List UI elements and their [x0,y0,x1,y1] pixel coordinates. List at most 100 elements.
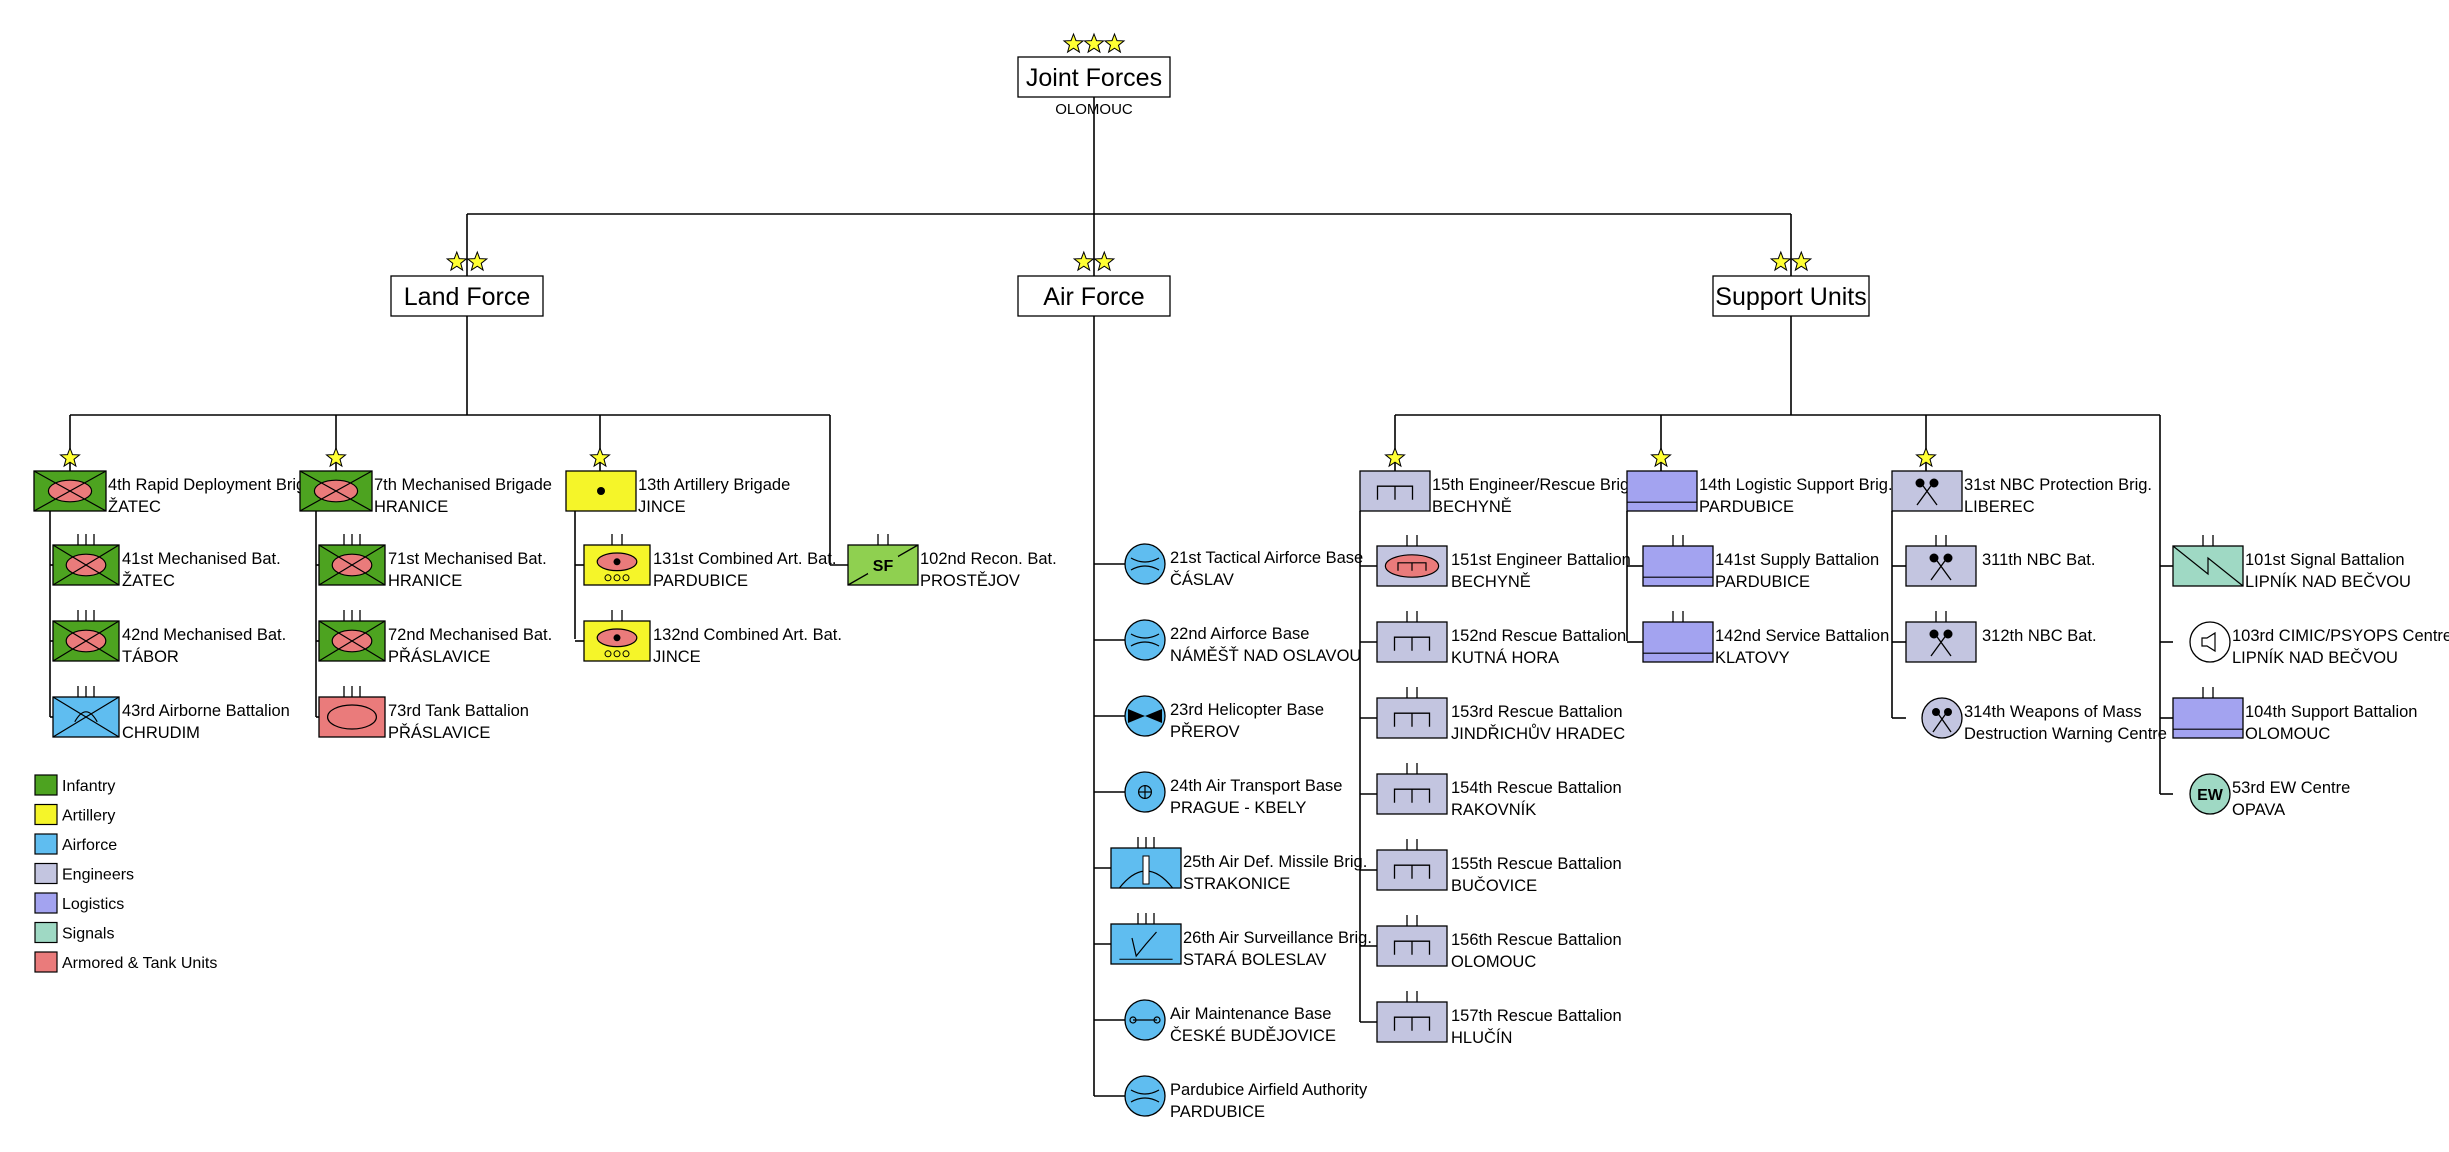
unit-location: PARDUBICE [1715,573,1810,591]
logistics-icon [1642,535,1714,587]
hq-title: Joint Forces [1026,64,1162,92]
unit-location: BUČOVICE [1451,876,1537,895]
legend-item-infantry: Infantry [34,774,115,796]
unit-location: LIBEREC [1964,498,2035,516]
unit-location: BECHYNĚ [1451,572,1531,591]
unit-location: JINDŘICHŮV HRADEC [1451,724,1625,743]
hq-joint-forces[interactable]: Joint Forces OLOMOUC [1017,56,1171,118]
unit-location: PRAGUE - KBELY [1170,799,1306,817]
rapid-unit-0[interactable]: 41st Mechanised Bat.ŽATEC [52,534,281,590]
command-air-force[interactable]: Air Force [1017,275,1171,317]
star-icon [1062,32,1085,54]
unit-name: 103rd CIMIC/PSYOPS Centre [2232,627,2449,645]
land-force-box [390,275,544,317]
legend-swatch [34,833,58,855]
star-icon [445,250,468,272]
air-unit-4[interactable]: 25th Air Def. Missile Brig.STRAKONICE [1110,837,1367,893]
legend-swatch [34,892,58,914]
log14-brigade-head[interactable]: 14th Logistic Support Brig.PARDUBICE [1626,470,1893,516]
legend-swatch [34,951,58,973]
command-land-force[interactable]: Land Force [390,275,544,317]
unit-name: 73rd Tank Battalion [388,702,529,720]
unit-location: CHRUDIM [122,724,200,742]
mech7-unit-1[interactable]: 72nd Mechanised Bat.PŘÁSLAVICE [318,610,552,666]
radar-icon [1110,913,1182,965]
unit-name: 311th NBC Bat. [1982,551,2095,569]
legend-label: Logistics [62,896,124,913]
star-icon [1790,250,1813,272]
command-support-units[interactable]: Support Units [1712,275,1870,317]
unit-location: RAKOVNÍK [1451,800,1536,819]
legend-label: Engineers [62,867,134,884]
art13-unit-1[interactable]: 132nd Combined Art. Bat.JINCE [583,610,842,666]
nbc31-brigade-head[interactable]: 31st NBC Protection Brig.LIBEREC [1891,470,2152,516]
unit-name: 131st Combined Art. Bat. [653,550,836,568]
legend-item-artillery: Artillery [34,803,115,826]
unit-location: PŘÁSLAVICE [388,723,490,742]
tank-icon [318,686,386,738]
unit-location: PŘÁSLAVICE [388,647,490,666]
unit-nodes: 4th Rapid Deployment Brig.ŽATEC 41st Mech… [33,470,2449,1121]
rapid-brigade-head[interactable]: 4th Rapid Deployment Brig.ŽATEC [33,470,310,516]
legend-swatch [34,862,58,885]
hq-box [1017,56,1171,98]
engineer-icon [1376,915,1448,967]
mech7-unit-0[interactable]: 71st Mechanised Bat.HRANICE [318,534,547,590]
star-icon [589,446,611,468]
logistics-icon [1626,470,1698,512]
unit-name: 152nd Rescue Battalion [1451,627,1626,645]
unit-location: LIPNÍK NAD BEČVOU [2232,648,2398,667]
engineer-icon [1359,470,1431,512]
rapid-unit-1[interactable]: 42nd Mechanised Bat.TÁBOR [52,610,286,666]
unit-location: PARDUBICE [1699,498,1794,516]
unit-location: KUTNÁ HORA [1451,648,1559,667]
legend-label: Artillery [62,808,115,825]
nbc31-unit-0[interactable]: 311th NBC Bat. [1905,535,2095,587]
legend-item-signals: Signals [34,921,114,944]
infantry-mech-icon [299,470,373,512]
nbc31-unit-1[interactable]: 312th NBC Bat. [1905,611,2097,663]
special-forces-icon [847,534,919,586]
unit-name: 104th Support Battalion [2245,703,2417,721]
psyops-icon [2189,621,2231,663]
legend-swatch [34,921,58,944]
unit-location: JINCE [653,648,701,666]
star-icon [1072,250,1095,272]
unit-location: STRAKONICE [1183,875,1290,893]
eng15-brigade-head[interactable]: 15th Engineer/Rescue Brig.BECHYNĚ [1359,470,1634,516]
star-icon [1769,250,1792,272]
unit-name: 15th Engineer/Rescue Brig. [1432,476,1634,494]
art13-unit-0[interactable]: 131st Combined Art. Bat.PARDUBICE [583,534,836,590]
nbc-warning-icon [1921,697,1963,739]
air-unit-5[interactable]: 26th Air Surveillance Brig.STARÁ BOLESLA… [1110,913,1372,969]
unit-location: TÁBOR [122,647,179,666]
unit-name: 151st Engineer Battalion [1451,551,1631,569]
unit-name: 71st Mechanised Bat. [388,550,547,568]
